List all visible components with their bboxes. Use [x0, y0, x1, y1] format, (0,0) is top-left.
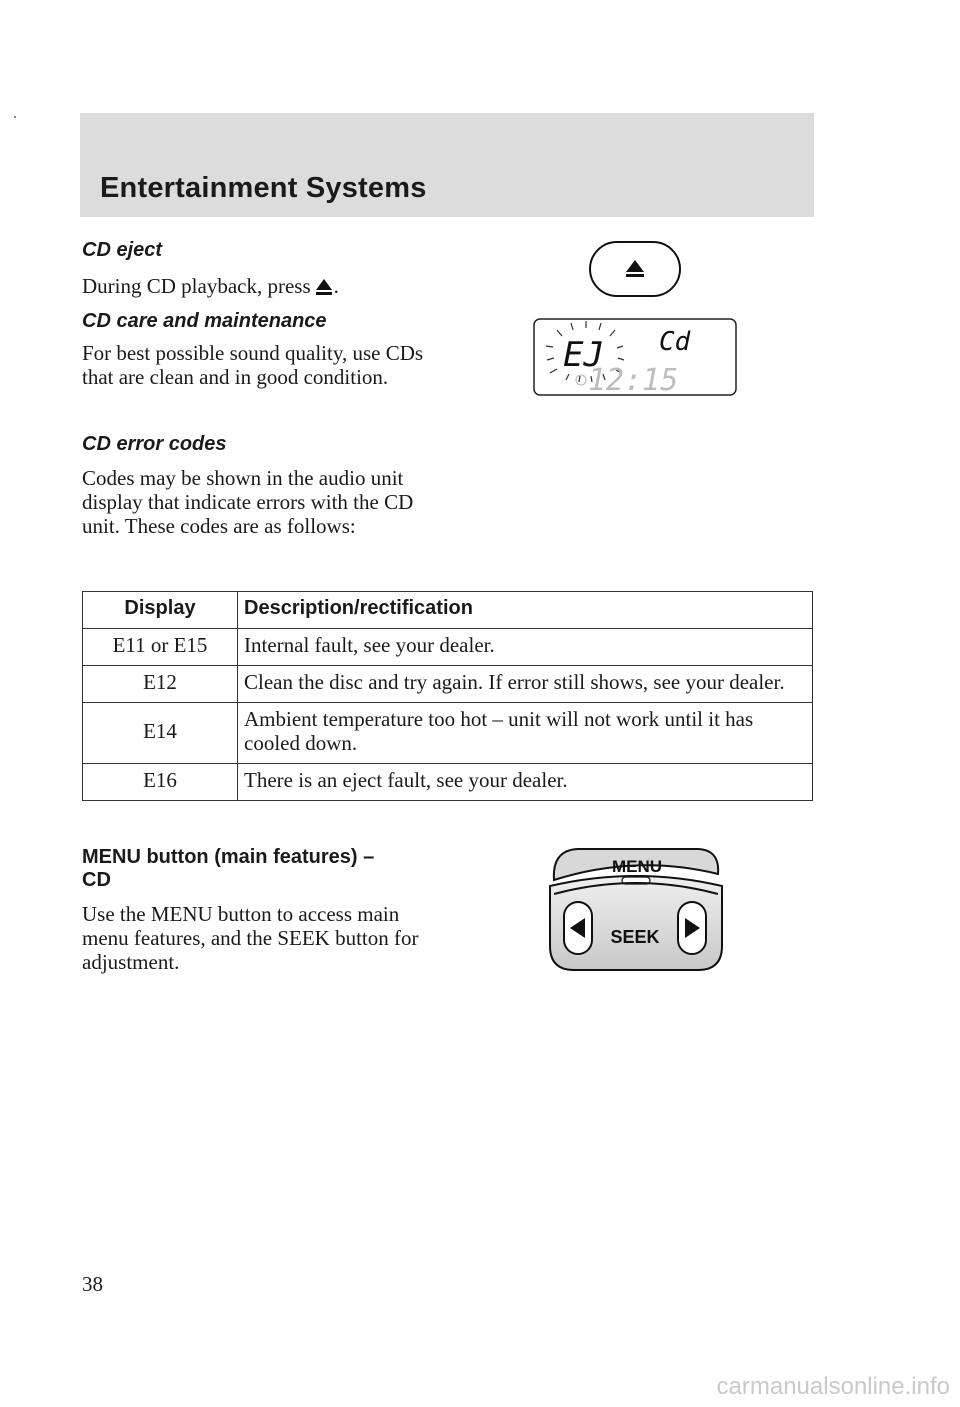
display-clock-text: 12:15	[588, 363, 678, 398]
cd-eject-text-after: .	[333, 274, 339, 298]
seek-label: SEEK	[610, 927, 659, 947]
table-row: E16 There is an eject fault, see your de…	[82, 763, 813, 801]
table-row: E12 Clean the disc and try again. If err…	[82, 665, 813, 703]
corner-mark	[14, 116, 16, 118]
cd-eject-text: During CD playback, press.	[82, 274, 442, 301]
error-description-cell: Internal fault, see your dealer.	[237, 628, 813, 666]
page-title: Entertainment Systems	[100, 172, 427, 204]
error-code-cell: E11 or E15	[82, 628, 238, 666]
cd-error-text: Codes may be shown in the audio unit dis…	[82, 466, 414, 538]
cd-care-text: For best possible sound quality, use CDs…	[82, 341, 424, 389]
cd-care-heading: CD care and maintenance	[82, 310, 327, 332]
menu-heading-line1: MENU button (main features) –	[82, 846, 375, 868]
menu-section-text: Use the MENU button to access main menu …	[82, 902, 419, 974]
header-band	[80, 113, 814, 217]
table-row: E11 or E15 Internal fault, see your deal…	[82, 628, 813, 666]
display-secondary-text: Cd	[659, 327, 691, 357]
column-header-description: Description/rectification	[237, 591, 813, 629]
error-code-table: Display Description/rectification E11 or…	[82, 591, 813, 801]
eject-icon	[315, 277, 333, 301]
menu-section-heading: MENU button (main features) – CD	[82, 846, 374, 892]
cd-eject-text-before: During CD playback, press	[82, 274, 311, 298]
cd-display-illustration: EJ Cd 12:15	[533, 300, 738, 402]
clock-indicator-icon	[575, 374, 587, 386]
eject-icon	[626, 260, 644, 277]
watermark: carmanualsonline.info	[716, 1373, 950, 1400]
display-primary-text: EJ	[563, 335, 604, 375]
error-code-cell: E16	[82, 763, 238, 801]
menu-heading-line2: CD	[82, 869, 111, 891]
menu-label: MENU	[612, 857, 662, 876]
seek-right-arrow-icon	[677, 901, 707, 955]
eject-button-illustration	[588, 240, 682, 302]
page-number: 38	[82, 1272, 103, 1296]
error-code-cell: E14	[82, 702, 238, 764]
table-row: E14 Ambient temperature too hot – unit w…	[82, 702, 813, 764]
cd-eject-heading: CD eject	[82, 239, 163, 261]
column-header-display: Display	[82, 591, 238, 629]
cd-error-heading: CD error codes	[82, 433, 227, 455]
seek-left-arrow-icon	[563, 901, 593, 955]
table-header-row: Display Description/rectification	[82, 591, 813, 629]
error-description-cell: There is an eject fault, see your dealer…	[237, 763, 813, 801]
menu-seek-illustration: MENU SEEK	[548, 846, 724, 978]
error-description-cell: Ambient temperature too hot – unit will …	[237, 702, 813, 764]
error-code-cell: E12	[82, 665, 238, 703]
error-description-cell: Clean the disc and try again. If error s…	[237, 665, 813, 703]
